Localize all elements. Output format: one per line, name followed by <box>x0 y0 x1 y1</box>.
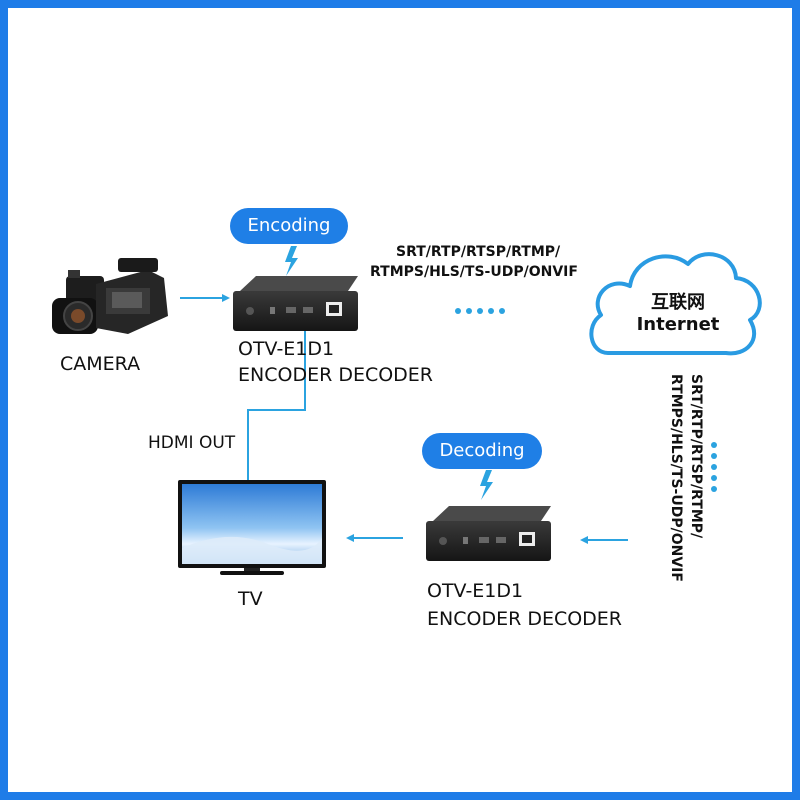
protocols-top-line1: SRT/RTP/RTSP/RTMP/ <box>396 244 561 260</box>
decoding-badge: Decoding <box>422 433 542 469</box>
decoding-bolt-icon <box>480 470 493 500</box>
tv-icon <box>178 480 326 575</box>
connection-lines <box>52 246 762 575</box>
encoding-bolt-icon <box>285 246 298 276</box>
cloud-label-chinese: 互联网 <box>651 292 705 313</box>
diagram-canvas: Encoding Decoding SRT/RTP/RTSP/RTMP/ RTM… <box>8 8 792 792</box>
decoder-model-label: OTV-E1D1 <box>427 580 524 602</box>
encoder-description-label: ENCODER DECODER <box>238 364 434 386</box>
cloud-label-english: Internet <box>636 314 720 335</box>
protocols-top-line2: RTMPS/HLS/TS-UDP/ONVIF <box>370 264 578 280</box>
encoder-model-label: OTV-E1D1 <box>238 338 335 360</box>
tv-label: TV <box>238 588 263 610</box>
encoder-device-icon <box>233 276 358 331</box>
hdmi-cable-line <box>247 326 306 480</box>
camera-label: CAMERA <box>60 353 141 375</box>
protocols-side-line2: RTMPS/HLS/TS-UDP/ONVIF <box>668 374 684 582</box>
cloud-icon <box>589 252 762 356</box>
protocols-side-line1: SRT/RTP/RTSP/RTMP/ <box>688 374 704 539</box>
encoding-badge: Encoding <box>230 208 348 244</box>
hdmi-out-label: HDMI OUT <box>148 433 236 453</box>
decoder-device-icon <box>426 506 551 561</box>
stream-dots-horizontal <box>455 308 505 314</box>
protocols-side: SRT/RTP/RTSP/RTMP/ RTMPS/HLS/TS-UDP/ONVI… <box>662 374 706 594</box>
stream-dots-vertical <box>711 442 717 492</box>
decoder-description-label: ENCODER DECODER <box>427 608 623 630</box>
camera-icon <box>52 258 168 334</box>
